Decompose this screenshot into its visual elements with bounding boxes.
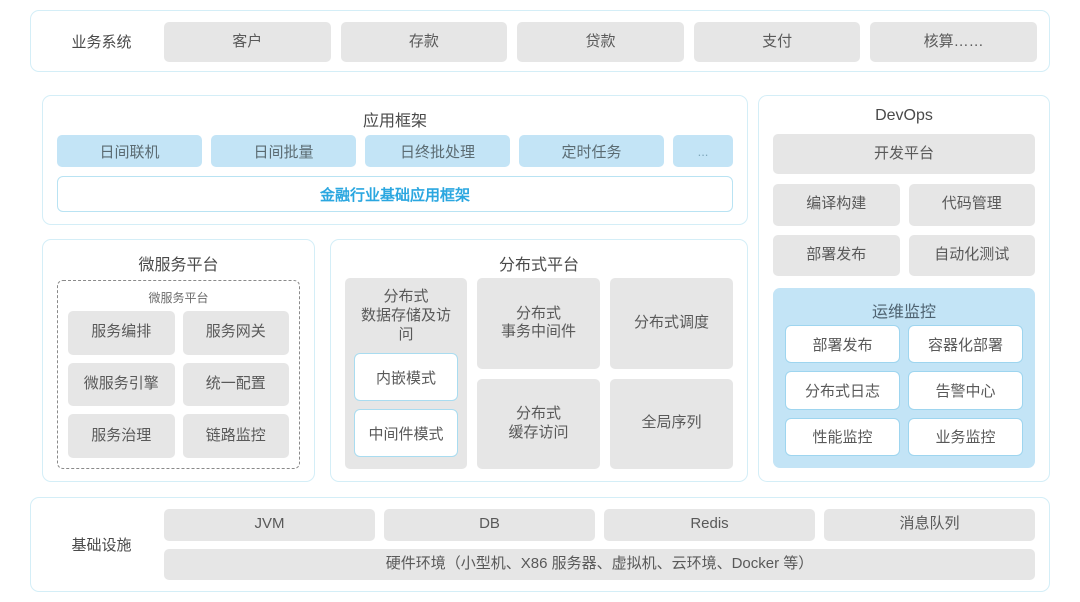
distributed-platform-section: 分布式平台 分布式 数据存储及访问 内嵌模式 中间件模式 分布式 事务中间件 分… — [330, 239, 748, 482]
dist-mode-embedded[interactable]: 内嵌模式 — [354, 353, 458, 402]
ops-item-business-monitoring[interactable]: 业务监控 — [908, 417, 1023, 456]
micro-item-service-orchestration[interactable]: 服务编排 — [68, 311, 175, 355]
infra-item-redis[interactable]: Redis — [604, 509, 815, 541]
ops-monitoring-panel: 运维监控 部署发布 容器化部署 分布式日志 告警中心 性能监控 业务监控 — [773, 288, 1035, 468]
business-item-payment[interactable]: 支付 — [693, 22, 861, 62]
financial-base-framework-banner: 金融行业基础应用框架 — [57, 176, 733, 212]
microservice-platform-title: 微服务平台 — [138, 257, 219, 274]
application-framework-items: 日间联机 日间批量 日终批处理 定时任务 ... — [57, 135, 733, 167]
infrastructure-label: 基础设施 — [71, 537, 132, 554]
business-system-section: 业务系统 客户 存款 贷款 支付 核算…… — [30, 10, 1050, 72]
business-item-loan[interactable]: 贷款 — [517, 22, 684, 62]
dist-item-global-sequence[interactable]: 全局序列 — [610, 378, 733, 469]
ops-item-performance-monitoring[interactable]: 性能监控 — [785, 417, 900, 456]
business-item-customer[interactable]: 客户 — [164, 22, 331, 62]
ops-item-distributed-log[interactable]: 分布式日志 — [785, 371, 900, 410]
distributed-platform-body: 分布式 数据存储及访问 内嵌模式 中间件模式 分布式 事务中间件 分布式调度 分… — [345, 278, 733, 469]
appframe-item-scheduled-task[interactable]: 定时任务 — [519, 135, 664, 167]
application-framework-title: 应用框架 — [362, 113, 427, 130]
dist-item-transaction-middleware[interactable]: 分布式 事务中间件 — [477, 278, 600, 369]
devops-item-deploy-release[interactable]: 部署发布 — [773, 234, 900, 276]
devops-item-dev-platform[interactable]: 开发平台 — [773, 134, 1035, 174]
appframe-item-daytime-batch[interactable]: 日间批量 — [211, 135, 356, 167]
business-item-accounting[interactable]: 核算…… — [870, 22, 1037, 62]
dist-mode-middleware[interactable]: 中间件模式 — [354, 409, 458, 458]
distributed-data-storage-title: 分布式 数据存储及访问 — [360, 288, 451, 343]
infra-item-message-queue[interactable]: 消息队列 — [824, 509, 1035, 541]
ops-item-alert-center[interactable]: 告警中心 — [908, 371, 1023, 410]
devops-item-compile-build[interactable]: 编译构建 — [773, 184, 900, 226]
appframe-item-daytime-online[interactable]: 日间联机 — [57, 135, 202, 167]
ops-item-deploy-release[interactable]: 部署发布 — [785, 325, 900, 364]
microservice-platform-inner-box: 微服务平台 服务编排 服务网关 微服务引擎 统一配置 服务治理 链路监控 — [57, 280, 300, 469]
infrastructure-rows: JVM DB Redis 消息队列 硬件环境（小型机、X86 服务器、虚拟机、云… — [164, 509, 1035, 580]
ops-monitoring-items: 部署发布 容器化部署 分布式日志 告警中心 性能监控 业务监控 — [785, 325, 1023, 456]
business-system-label: 业务系统 — [71, 33, 132, 51]
micro-item-service-gateway[interactable]: 服务网关 — [182, 311, 289, 355]
ops-monitoring-title: 运维监控 — [871, 304, 936, 321]
microservice-platform-subtitle: 微服务平台 — [148, 291, 209, 305]
dist-item-cache-access[interactable]: 分布式 缓存访问 — [477, 378, 600, 469]
devops-title: DevOps — [875, 107, 933, 124]
distributed-platform-items: 分布式 事务中间件 分布式调度 分布式 缓存访问 全局序列 — [477, 278, 733, 469]
infra-item-db[interactable]: DB — [384, 509, 595, 541]
micro-item-microservice-engine[interactable]: 微服务引擎 — [68, 362, 175, 407]
microservice-platform-section: 微服务平台 微服务平台 服务编排 服务网关 微服务引擎 统一配置 服务治理 链路… — [42, 239, 315, 482]
microservice-platform-items: 服务编排 服务网关 微服务引擎 统一配置 服务治理 链路监控 — [68, 311, 289, 458]
dist-item-scheduling[interactable]: 分布式调度 — [610, 278, 733, 369]
micro-item-unified-config[interactable]: 统一配置 — [182, 362, 289, 407]
distributed-data-storage-group: 分布式 数据存储及访问 内嵌模式 中间件模式 — [345, 278, 467, 469]
infra-item-hardware-environment[interactable]: 硬件环境（小型机、X86 服务器、虚拟机、云环境、Docker 等） — [164, 548, 1035, 580]
distributed-platform-title: 分布式平台 — [498, 257, 579, 274]
infra-item-jvm[interactable]: JVM — [164, 509, 375, 541]
ops-item-containerized-deploy[interactable]: 容器化部署 — [908, 325, 1023, 364]
application-framework-section: 应用框架 日间联机 日间批量 日终批处理 定时任务 ... 金融行业基础应用框架 — [42, 95, 748, 225]
business-system-items: 客户 存款 贷款 支付 核算…… — [164, 22, 1037, 62]
appframe-item-more[interactable]: ... — [673, 135, 733, 167]
micro-item-service-governance[interactable]: 服务治理 — [68, 414, 175, 458]
business-item-deposit[interactable]: 存款 — [340, 22, 508, 62]
devops-items: 编译构建 代码管理 部署发布 自动化测试 — [773, 184, 1035, 276]
devops-section: DevOps 开发平台 编译构建 代码管理 部署发布 自动化测试 运维监控 部署… — [758, 95, 1050, 482]
devops-item-code-management[interactable]: 代码管理 — [908, 184, 1035, 226]
infrastructure-top-items: JVM DB Redis 消息队列 — [164, 509, 1035, 541]
devops-item-automated-test[interactable]: 自动化测试 — [908, 234, 1035, 276]
micro-item-link-monitoring[interactable]: 链路监控 — [182, 414, 289, 458]
appframe-item-eod-batch[interactable]: 日终批处理 — [365, 135, 510, 167]
infrastructure-section: 基础设施 JVM DB Redis 消息队列 硬件环境（小型机、X86 服务器、… — [30, 497, 1050, 592]
